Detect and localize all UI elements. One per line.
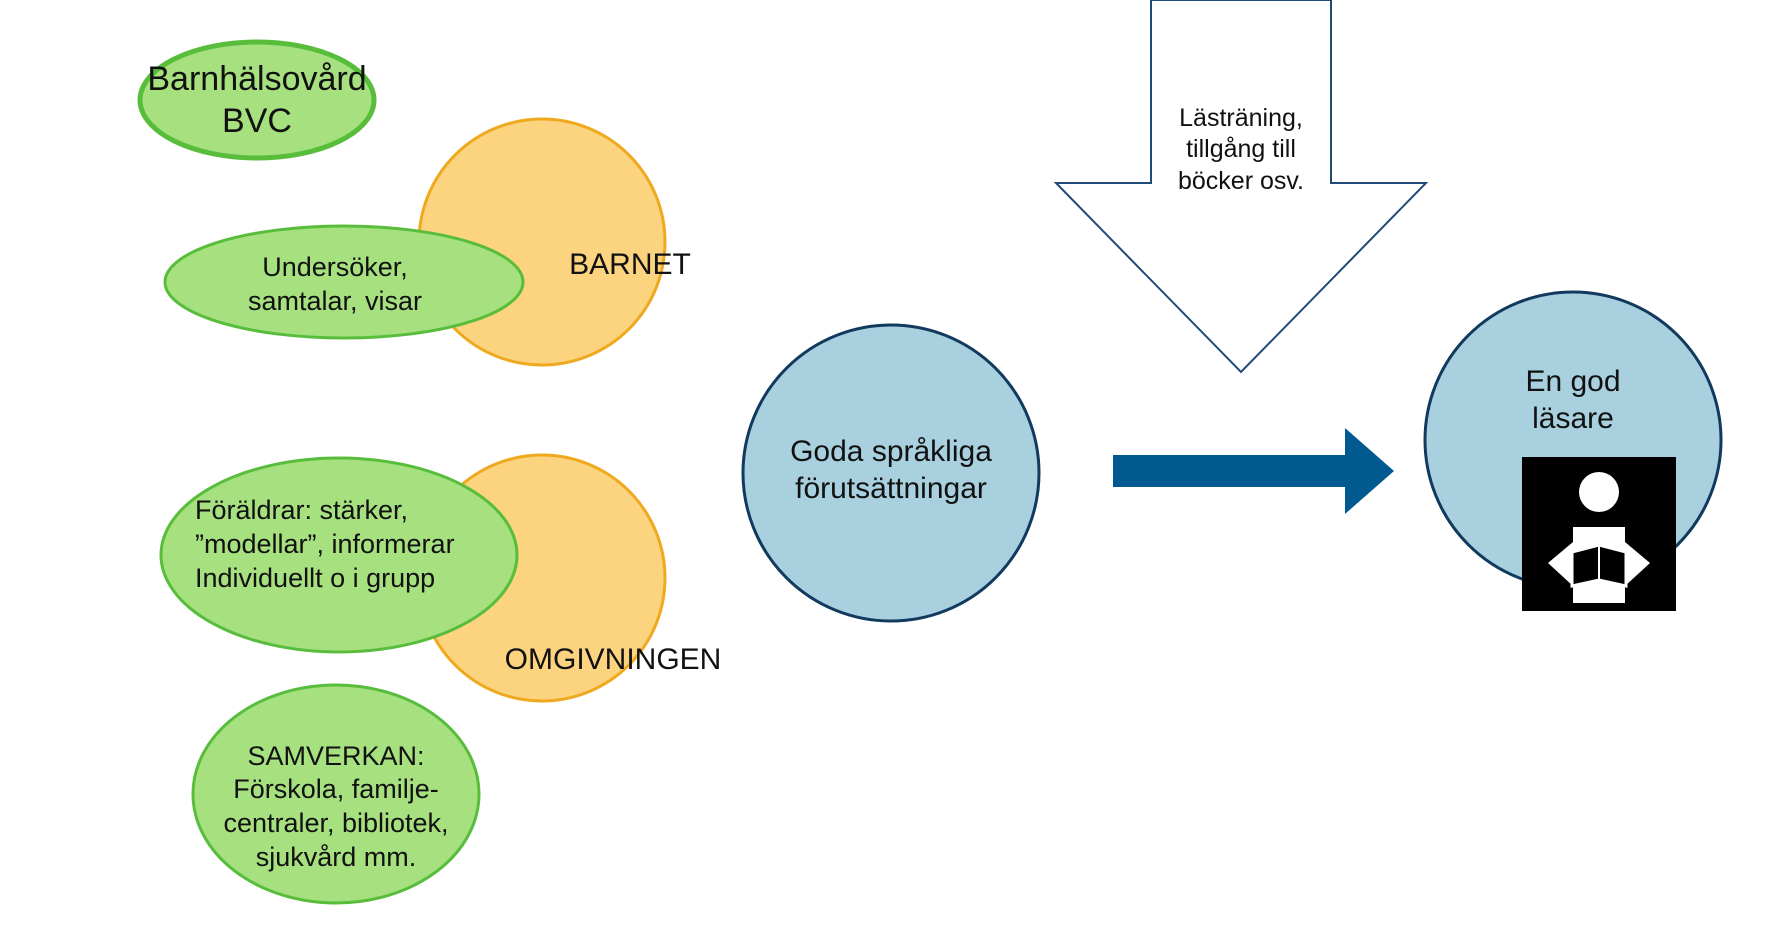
samverkan-line4: sjukvård mm. [255, 841, 417, 872]
samverkan-ellipse [191, 683, 481, 905]
barnhalsovard-line2: BVC [222, 102, 292, 140]
goda-circle [741, 323, 1041, 623]
undersoker-label: Undersöker, samtalar, visar [220, 245, 450, 325]
goda-line2: förutsättningar [795, 472, 987, 505]
god-lasare-line2: läsare [1532, 402, 1614, 435]
lastraning-label: Lästräning, tillgång till böcker osv. [1152, 90, 1330, 210]
omgivningen-label: OMGIVNINGEN [468, 635, 758, 685]
barnet-label: BARNET [545, 240, 715, 290]
samverkan-label: SAMVERKAN: Förskola, familje- centraler,… [210, 728, 462, 886]
lastraning-line1: Lästräning, [1179, 104, 1303, 133]
barnhalsovard-label: Barnhälsovård BVC [140, 50, 374, 150]
lastraning-line3: böcker osv. [1178, 166, 1304, 195]
barnhalsovard-line1: Barnhälsovård [147, 59, 367, 98]
lastraning-line2: tillgång till [1186, 135, 1296, 164]
goda-line1: Goda språkliga [790, 434, 992, 468]
lastraning-down-arrow [1053, 0, 1429, 374]
samverkan-line3: centraler, bibliotek, [223, 808, 449, 838]
undersoker-line2: samtalar, visar [247, 286, 423, 316]
undersoker-ellipse [163, 224, 525, 340]
omgivningen-text: OMGIVNINGEN [504, 643, 722, 677]
god-lasare-line1: En god [1525, 364, 1621, 398]
person-reading-book-icon [1522, 457, 1676, 611]
foraldrar-line2: ”modellar”, informerar [195, 529, 455, 560]
foraldrar-line1: Föräldrar: stärker, [195, 495, 409, 526]
barnet-text: BARNET [569, 248, 691, 282]
goda-label: Goda språkliga förutsättningar [751, 420, 1031, 520]
foraldrar-ellipse [159, 456, 519, 654]
barnhalsovard-ellipse [137, 39, 377, 161]
samverkan-line1: SAMVERKAN: [247, 740, 425, 771]
undersoker-line1: Undersöker, [262, 252, 408, 283]
god-lasare-label: En god läsare [1493, 352, 1653, 448]
foraldrar-line3: Individuellt o i grupp [195, 562, 436, 593]
right-arrow [1113, 428, 1394, 514]
foraldrar-label: Föräldrar: stärker, ”modellar”, informer… [195, 485, 535, 605]
samverkan-line2: Förskola, familje- [233, 774, 439, 805]
